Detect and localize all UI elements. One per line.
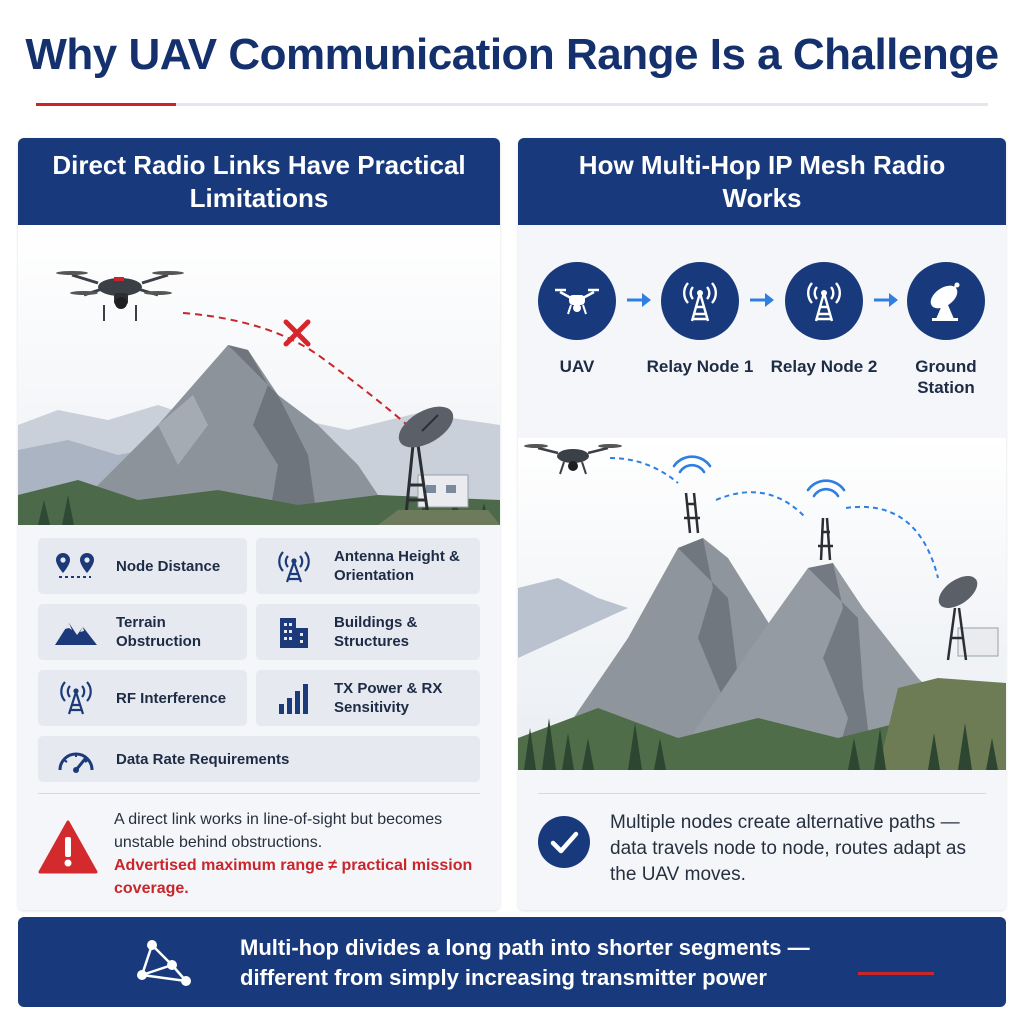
drone-illustration [56,271,184,321]
mesh-note-text: Multiple nodes create alternative paths … [610,812,966,885]
title-underline [36,103,988,106]
step-relay-1: Relay Node 1 [645,262,755,377]
satellite-dish-icon [907,262,985,340]
arrow-right-icon [627,293,651,307]
map-pins-icon [52,548,100,584]
mesh-note: Multiple nodes create alternative paths … [538,793,986,888]
banner-line-2: different from simply increasing transmi… [240,965,767,990]
direct-link-note-text: A direct link works in line-of-sight but… [114,811,443,851]
range-disclaimer: Advertised maximum range ≠ practical mis… [114,857,473,897]
factor-data-rate: Data Rate Requirements [38,736,480,782]
radio-signal-icon [52,680,100,716]
title-underline-accent [36,103,176,106]
antenna-tower-icon [270,548,318,584]
step-ground-station: Ground Station [891,262,1001,398]
relay-tower-illustration [684,492,833,561]
drone-illustration [524,444,622,475]
factor-node-distance: Node Distance [38,538,247,594]
factor-terrain: Terrain Obstruction [38,604,247,660]
page-title: Why UAV Communication Range Is a Challen… [25,30,999,79]
direct-link-note: A direct link works in line-of-sight but… [38,793,480,900]
network-nodes-icon [134,933,194,996]
banner-line-1: Multi-hop divides a long path into short… [240,935,810,960]
step-relay-2: Relay Node 2 [769,262,879,377]
factor-buildings: Buildings & Structures [256,604,480,660]
factor-label: Antenna Height & Orientation [334,548,460,584]
factor-label: Terrain Obstruction [116,614,201,650]
step-uav: UAV [522,262,632,377]
warning-icon [38,820,98,879]
wifi-signal-icon [672,455,846,498]
arrow-right-icon [750,293,774,307]
speedometer-icon [52,741,100,777]
relay-tower-icon [661,262,739,340]
factor-label: RF Interference [116,689,227,707]
step-label: Relay Node 2 [770,357,878,376]
buildings-icon [270,614,318,650]
factor-antenna-height: Antenna Height & Orientation [256,538,480,594]
blocked-x-icon [283,319,311,347]
step-label: UAV [559,357,595,376]
factor-tx-power: TX Power & RX Sensitivity [256,670,480,726]
ground-station-illustration [378,406,500,525]
factor-label: TX Power & RX Sensitivity [334,680,443,716]
signal-bars-icon [270,680,318,716]
mesh-hop-chain: UAV Relay Node 1 Relay Node 2 Ground Sta… [518,262,1006,402]
direct-link-scene [18,225,500,525]
relay-tower-icon [785,262,863,340]
factor-label: Node Distance [116,557,221,575]
checkmark-icon [538,816,590,873]
factor-label: Data Rate Requirements [116,750,290,768]
mountains-icon [52,614,100,650]
mesh-panel: How Multi-Hop IP Mesh Radio Works UAV Re… [518,138,1006,910]
arrow-right-icon [874,293,898,307]
mesh-scene [518,438,1006,770]
banner-accent-line [858,972,934,975]
step-label: Relay Node 1 [646,357,754,376]
direct-link-panel: Direct Radio Links Have Practical Limita… [18,138,500,910]
mesh-heading: How Multi-Hop IP Mesh Radio Works [518,138,1006,225]
ground-station-illustration [938,576,999,661]
step-label: Ground Station [915,357,977,397]
direct-link-heading: Direct Radio Links Have Practical Limita… [18,138,500,225]
factor-rf-interference: RF Interference [38,670,247,726]
factor-label: Buildings & Structures [334,614,418,650]
drone-icon [538,262,616,340]
summary-banner: Multi-hop divides a long path into short… [18,917,1006,1007]
